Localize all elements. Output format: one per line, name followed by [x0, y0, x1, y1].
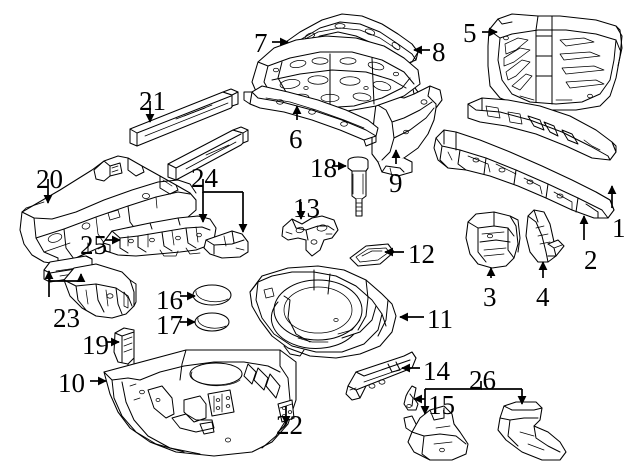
- callout-label-19[interactable]: 19: [82, 330, 109, 360]
- callout-label-10[interactable]: 10: [58, 368, 85, 398]
- callout-label-2[interactable]: 2: [584, 245, 598, 275]
- part-10-rear-floor-pan: [103, 349, 297, 457]
- callout-label-22[interactable]: 22: [276, 410, 303, 440]
- part-4-rear-rail-bracket-right: [525, 209, 565, 263]
- part-21-frame-rail-upper-reinforcement: [129, 88, 239, 147]
- callout-label-25[interactable]: 25: [80, 230, 107, 260]
- callout-label-21[interactable]: 21: [139, 86, 166, 116]
- callout-label-20[interactable]: 20: [36, 164, 63, 194]
- callout-label-13[interactable]: 13: [293, 193, 320, 223]
- part-3-rear-rail-bracket-left: [465, 211, 521, 269]
- callout-label-12[interactable]: 12: [408, 239, 435, 269]
- part-5-seat-back-insulator-panel: [487, 13, 623, 111]
- callout-label-4[interactable]: 4: [536, 282, 550, 312]
- callout-label-14[interactable]: 14: [423, 356, 450, 386]
- callout-label-18[interactable]: 18: [310, 153, 337, 183]
- callout-label-17[interactable]: 17: [156, 310, 183, 340]
- part-1-rear-body-panel-lower: [433, 129, 615, 219]
- part-18-body-mount-bolt-stud: [347, 156, 369, 217]
- callout-label-5[interactable]: 5: [463, 18, 477, 48]
- part-26-wheelhouse-filler-right: [497, 401, 567, 461]
- part-20-rear-frame-rail-assembly: [19, 155, 197, 265]
- callout-label-8[interactable]: 8: [432, 37, 446, 67]
- part-24-frame-rail-extension-upper: [167, 126, 249, 181]
- part-15-floor-pan-clip-bracket: [403, 385, 419, 411]
- part-26-wheelhouse-filler-left: [403, 405, 469, 461]
- callout-label-24[interactable]: 24: [191, 163, 218, 193]
- callout-label-15[interactable]: 15: [428, 390, 455, 420]
- callout-label-26[interactable]: 26: [469, 365, 496, 395]
- callout-leaders: [43, 27, 617, 425]
- part-24-frame-rail-extension-lower: [203, 230, 249, 259]
- callout-label-9[interactable]: 9: [389, 168, 403, 198]
- part-13-suspension-mount-reinforcement: [281, 215, 339, 257]
- part-19-floor-pan-support-bracket: [113, 327, 135, 371]
- part-11-trunk-floor-pan-spare-well: [249, 265, 397, 359]
- callout-label-6[interactable]: 6: [289, 124, 303, 154]
- part-17-floor-pan-plug-small: [194, 312, 230, 332]
- callout-label-11[interactable]: 11: [427, 304, 453, 334]
- callout-label-3[interactable]: 3: [483, 282, 497, 312]
- callout-label-23[interactable]: 23: [53, 303, 80, 333]
- part-16-floor-pan-plug-large: [192, 284, 232, 306]
- part-9-wheelhouse-inner-filler: [371, 81, 443, 177]
- part-6-package-tray-crossmember: [243, 85, 379, 147]
- part-2-rear-body-panel-upper: [467, 97, 617, 161]
- callout-label-16[interactable]: 16: [156, 285, 183, 315]
- part-14-rear-floor-side-rail: [345, 351, 417, 401]
- callout-label-1[interactable]: 1: [612, 213, 626, 243]
- part-12-floor-pan-access-cover: [349, 243, 395, 267]
- callout-label-7[interactable]: 7: [254, 28, 268, 58]
